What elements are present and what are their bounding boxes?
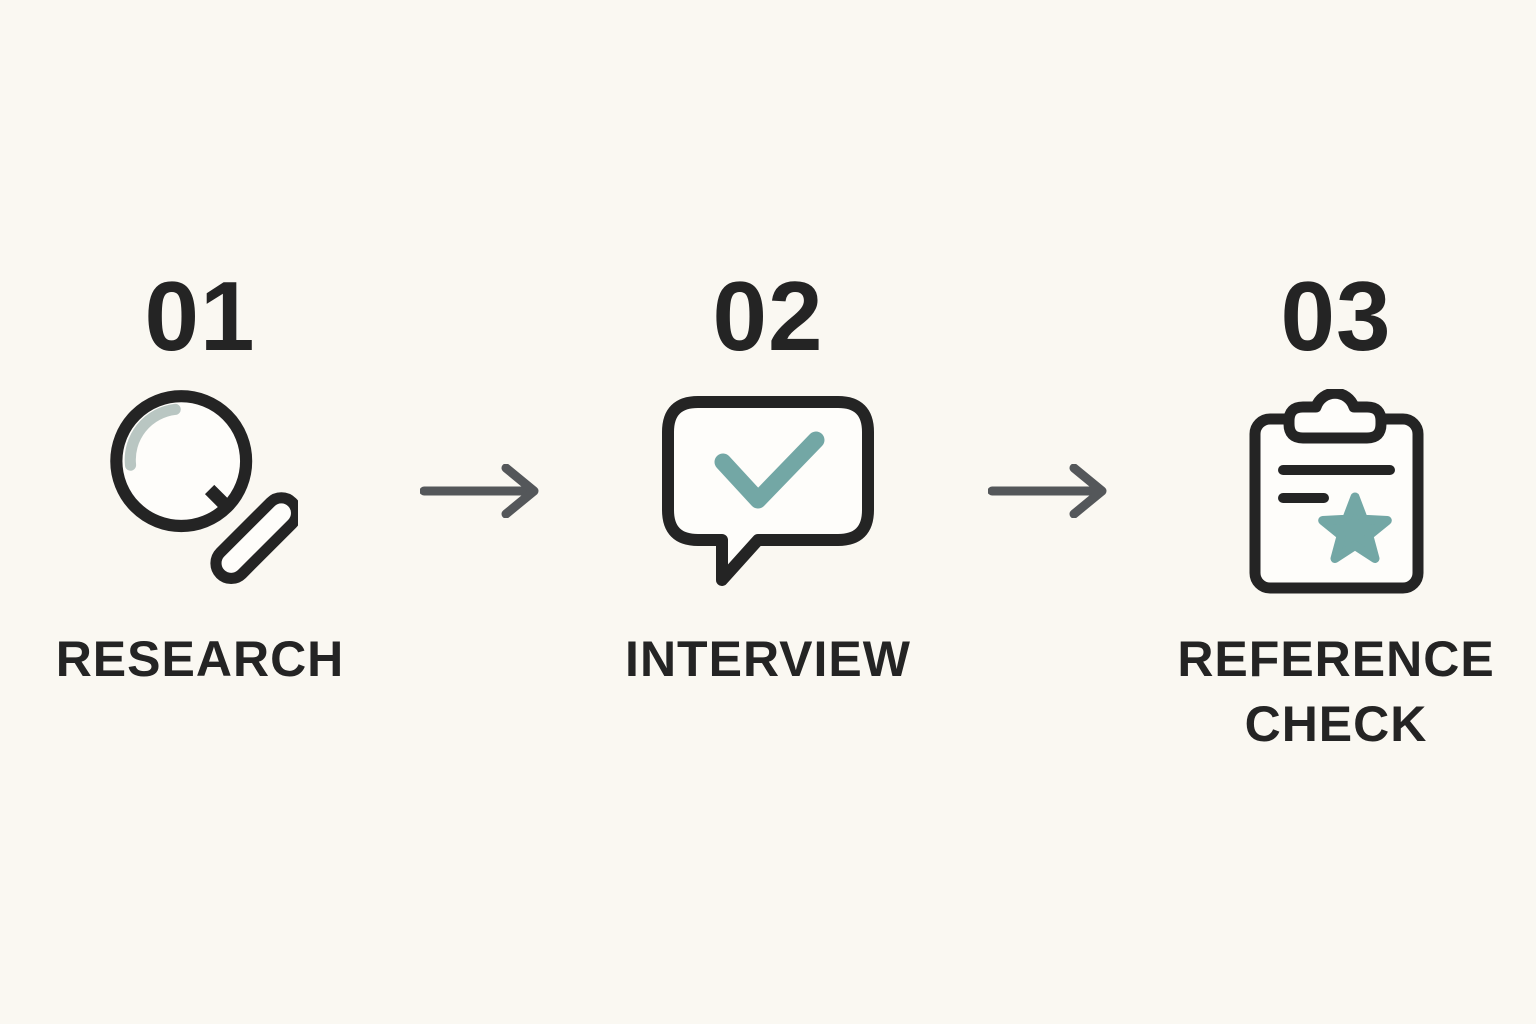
right-arrow-icon <box>420 464 539 518</box>
step-label: INTERVIEW <box>625 631 911 687</box>
clipboard-star-icon <box>1216 381 1456 601</box>
right-arrow-icon <box>988 464 1107 518</box>
step-number: 03 <box>1280 261 1392 371</box>
step-reference-check: 03 REFERENCE CHECK <box>1136 267 1536 757</box>
magnifying-glass-icon <box>80 381 320 601</box>
step-number: 01 <box>144 261 256 371</box>
step-interview: 02 INTERVIEW <box>568 267 968 692</box>
speech-bubble-check-icon <box>648 381 888 601</box>
process-flow: 01 RESEARCH 02 INTERVIEW <box>0 267 1536 757</box>
step-number: 02 <box>712 261 824 371</box>
step-research: 01 RESEARCH <box>0 267 400 692</box>
step-label: REFERENCE CHECK <box>1177 631 1495 752</box>
step-label: RESEARCH <box>55 631 345 687</box>
